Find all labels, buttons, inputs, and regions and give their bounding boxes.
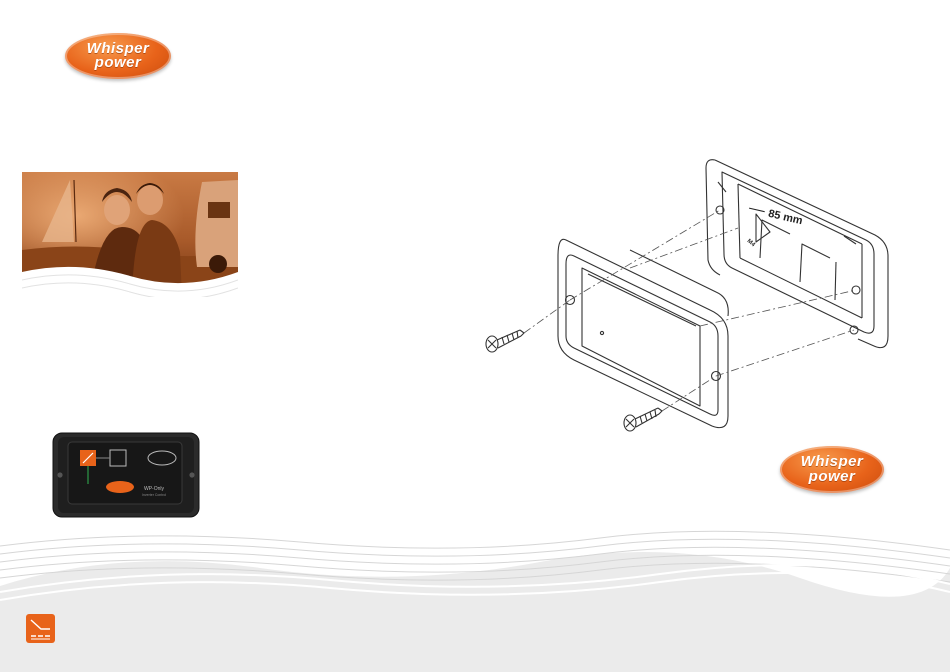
screw-bottom xyxy=(624,408,662,431)
front-frame xyxy=(558,239,728,427)
dimension-label: 85 mm xyxy=(767,208,804,228)
lifestyle-photo xyxy=(22,172,238,297)
panel-model-label: WP-Only xyxy=(144,486,165,492)
logo-line2: power xyxy=(95,56,142,70)
back-box xyxy=(706,160,888,348)
control-panel-photo: WP-Only Inverter Control xyxy=(52,432,200,518)
mounting-diagram: 85 mm M4 xyxy=(470,140,910,440)
screw-left xyxy=(486,330,524,352)
whisper-power-logo-top: Whisper power xyxy=(65,33,171,79)
panel-sub-label: Inverter Control xyxy=(142,493,166,497)
whisper-power-logo-bottom: Whisper power xyxy=(780,446,884,493)
mark-label: M4 xyxy=(746,238,757,248)
footer-wave-band xyxy=(0,528,950,672)
charger-battery-icon-glyph xyxy=(26,614,55,643)
logo-line2: power xyxy=(809,470,856,484)
charger-battery-icon xyxy=(26,614,55,643)
